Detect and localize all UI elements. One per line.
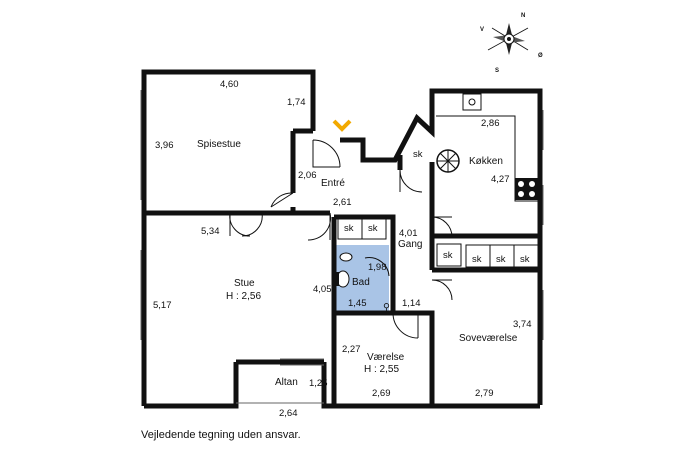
compass-n: N: [521, 13, 525, 19]
sink-icon: [462, 93, 482, 111]
bathroom-fittings: ⚲: [336, 252, 390, 313]
disclaimer-text: Vejledende tegning uden ansvar.: [141, 429, 301, 441]
dim-sove-depth: 3,74: [513, 319, 532, 330]
dim-gang-len: 4,01: [399, 228, 418, 239]
compass-icon: N V Ø S: [480, 13, 543, 74]
dim-bad-top: 1,98: [368, 262, 387, 273]
room-vaerelse-height: H : 2,55: [364, 364, 399, 375]
closet-label: sk: [413, 149, 423, 160]
room-stue-height: H : 2,56: [226, 291, 261, 302]
dim-sove-width: 2,79: [475, 388, 494, 399]
dim-spise-width: 4,60: [220, 79, 239, 90]
dim-stue-depth: 5,17: [153, 300, 172, 311]
closet-label: sk: [344, 223, 354, 234]
dim-vaer-width: 2,69: [372, 388, 391, 399]
entrance-arrow-icon: [332, 119, 352, 132]
room-vaerelse: Værelse: [367, 352, 405, 363]
room-stue: Stue: [234, 278, 255, 289]
room-sovevaerelse: Soveværelse: [459, 333, 518, 344]
dim-entre-bottom: 2,61: [333, 197, 352, 208]
dim-stue-top: 5,34: [201, 226, 220, 237]
fan-icon: [436, 149, 460, 173]
compass-o: Ø: [538, 53, 543, 59]
dim-kokken-width: 2,86: [481, 118, 500, 129]
room-spisestue: Spisestue: [197, 139, 241, 150]
room-gang: Gang: [398, 239, 422, 250]
closet-label: sk: [443, 250, 453, 261]
closet-label: sk: [496, 254, 506, 265]
dim-vaer-depth: 2,27: [342, 344, 361, 355]
washbasin-icon: [339, 252, 353, 262]
dim-entre-left: 2,06: [298, 170, 317, 181]
doors: [229, 139, 453, 339]
stove-icon: [515, 178, 539, 200]
closet-label: sk: [520, 254, 530, 265]
dim-entre-top: 1,74: [287, 97, 306, 108]
closets: [337, 216, 539, 268]
dim-altan-width: 2,64: [279, 408, 298, 419]
dim-spise-depth: 3,96: [155, 140, 174, 151]
closet-label: sk: [368, 223, 378, 234]
room-entre: Entré: [321, 178, 345, 189]
kitchen-fittings: [436, 93, 540, 202]
dim-bad-bottom: 1,45: [348, 298, 367, 309]
dim-altan-depth: 1,25: [309, 378, 328, 389]
compass-v: V: [480, 27, 484, 33]
closet-label: sk: [472, 254, 482, 265]
dim-kokken-depth: 4,27: [491, 174, 510, 185]
dim-gang-lower: 1,14: [402, 298, 421, 309]
room-kokken: Køkken: [469, 156, 503, 167]
compass-s: S: [495, 68, 499, 74]
svg-text:⚲: ⚲: [383, 302, 390, 313]
room-altan: Altan: [275, 377, 298, 388]
dim-bad-wall: 4,05: [313, 284, 332, 295]
windows: [140, 90, 544, 404]
room-bad: Bad: [352, 277, 370, 288]
walls: [141, 69, 543, 409]
